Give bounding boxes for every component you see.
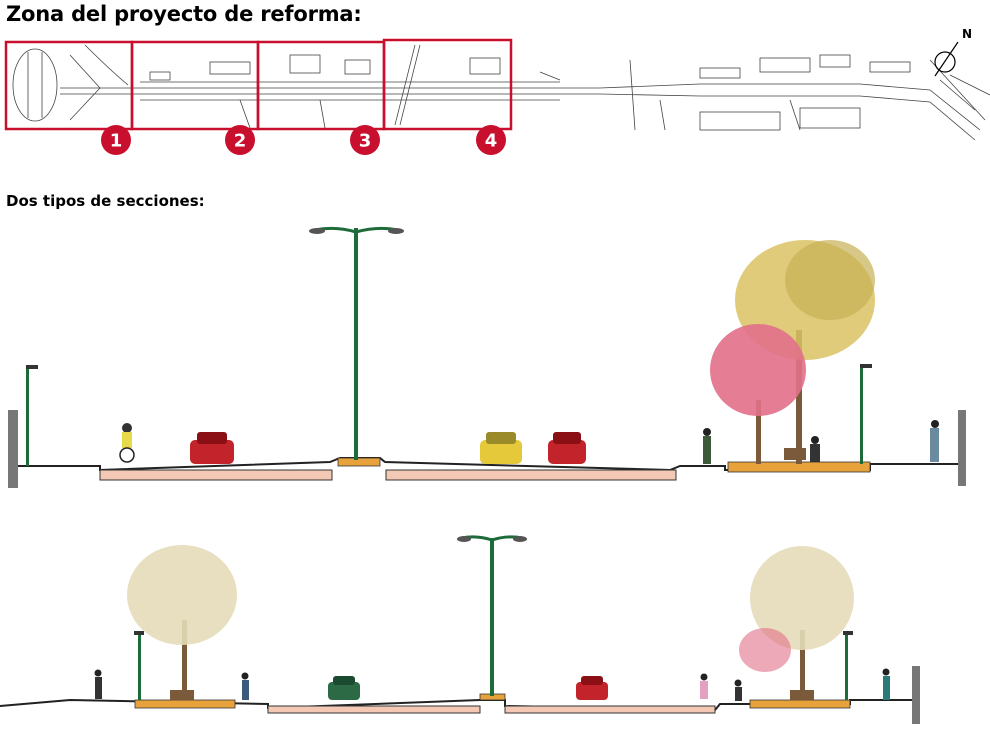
tree-icon xyxy=(127,545,237,700)
pedestrian-icon xyxy=(94,669,102,699)
street-lamp-icon xyxy=(457,535,527,696)
median-planter xyxy=(337,457,381,467)
zone-badge-3[interactable]: 3 xyxy=(350,125,380,155)
sections-subtitle: Dos tipos de secciones: xyxy=(6,192,205,210)
bench-icon xyxy=(790,690,814,700)
sidewalk-planter xyxy=(134,699,236,709)
sidewalk-lamp-icon xyxy=(843,631,853,700)
zone-badge-label: 4 xyxy=(485,131,498,152)
car-icon xyxy=(548,432,586,464)
zone-badge-2[interactable]: 2 xyxy=(225,125,255,155)
zone-4-frame xyxy=(382,38,513,131)
sidewalk-planter xyxy=(749,699,851,709)
curb-slab xyxy=(504,705,716,714)
page-title: Zona del proyecto de reforma: xyxy=(6,2,362,26)
sidewalk-lamp-icon xyxy=(134,631,144,700)
street-lamp-icon xyxy=(309,226,404,460)
map-linework xyxy=(12,44,990,141)
zone-rectangles xyxy=(4,38,513,131)
zone-badge-4[interactable]: 4 xyxy=(476,125,506,155)
pedestrian-icon xyxy=(810,436,820,462)
pedestrian-icon xyxy=(734,679,742,701)
tree-icon xyxy=(710,324,806,464)
right-wall xyxy=(912,666,920,724)
pedestrian-icon xyxy=(241,672,249,700)
sidewalk-lamp-icon xyxy=(26,365,38,466)
curb-slab xyxy=(267,705,481,714)
pedestrian-icon xyxy=(930,420,939,462)
zone-badge-label: 3 xyxy=(359,131,372,152)
pedestrian-icon xyxy=(700,673,708,699)
zone-badge-label: 2 xyxy=(234,131,247,152)
project-zone-map: 1 2 3 4 N xyxy=(4,27,990,155)
car-icon xyxy=(480,432,522,464)
curb-slab xyxy=(99,469,333,481)
car-icon xyxy=(576,676,608,700)
bench-icon xyxy=(170,690,194,700)
car-icon xyxy=(190,432,234,464)
pedestrian-icon xyxy=(703,428,711,464)
left-wall xyxy=(8,410,18,488)
zone-badge-label: 1 xyxy=(110,131,123,152)
car-icon xyxy=(328,676,360,700)
right-wall xyxy=(958,410,966,486)
bench-icon xyxy=(784,448,806,460)
north-label: N xyxy=(962,27,972,41)
sidewalk-lamp-icon xyxy=(860,364,872,464)
cyclist-icon xyxy=(119,423,135,463)
curb-slab xyxy=(385,469,677,481)
north-arrow-icon: N xyxy=(934,27,972,77)
zone-badge-1[interactable]: 1 xyxy=(101,125,131,155)
pedestrian-icon xyxy=(882,668,890,700)
tree-icon xyxy=(739,546,854,700)
